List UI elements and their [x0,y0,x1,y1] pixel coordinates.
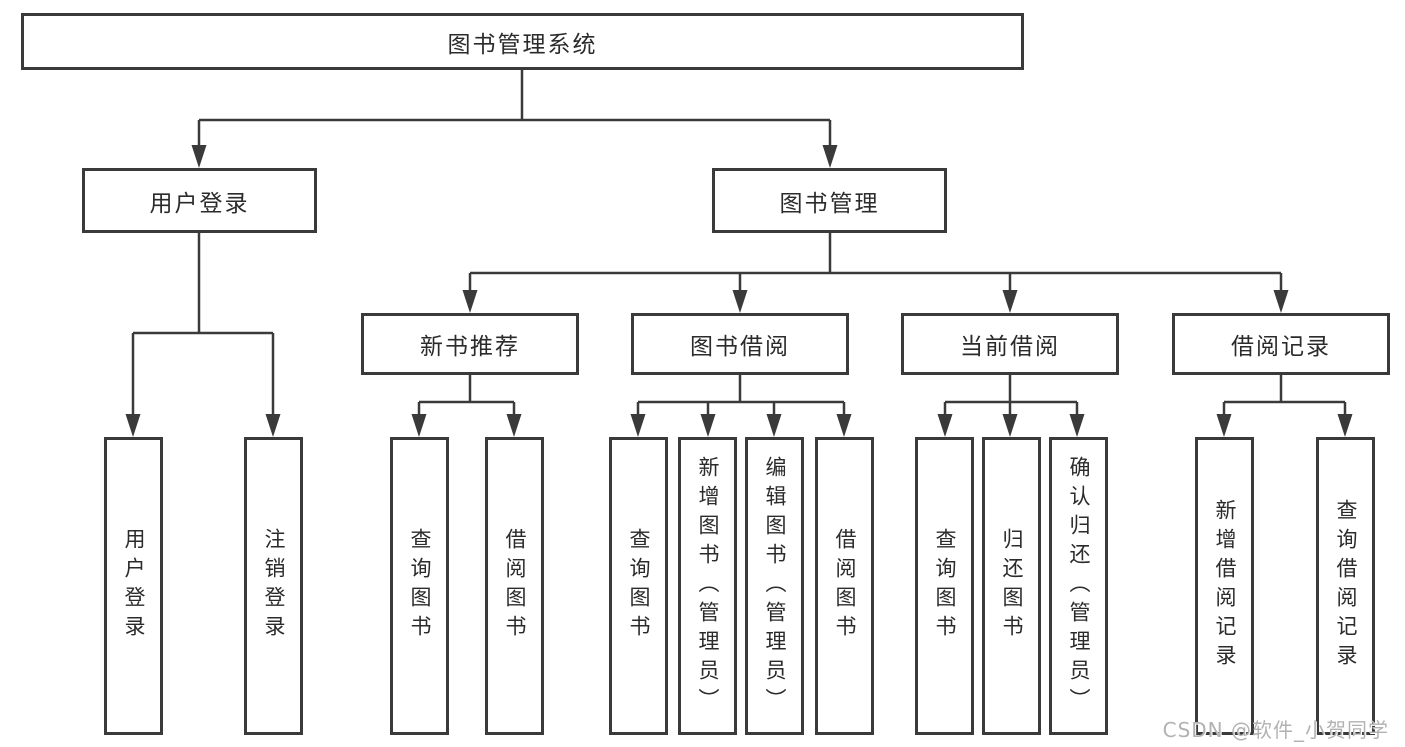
node-leaf-nbr-borrow: 借阅图书 [485,437,544,735]
node-leaf-cb-confirm: 确认归还（管理员） [1049,437,1108,735]
node-leaf-user-login-label: 用户登录 [122,528,146,644]
node-leaf-bb-borrow: 借阅图书 [815,437,874,735]
node-leaf-cb-return: 归还图书 [982,437,1041,735]
node-leaf-cb-query: 查询图书 [915,437,974,735]
node-leaf-bb-add: 新增图书（管理员） [678,437,737,735]
node-leaf-logout-label: 注销登录 [262,528,286,644]
node-book-mgmt-label: 图书管理 [779,190,880,217]
node-leaf-bb-edit: 编辑图书（管理员） [745,437,804,735]
node-leaf-logout: 注销登录 [244,437,303,735]
node-leaf-nbr-query: 查询图书 [390,437,449,735]
connector-userlogin-to-leaves [131,233,275,419]
node-leaf-nbr-query-label: 查询图书 [408,528,432,644]
connector-borrowrecord-to-leaves [1222,375,1347,419]
node-book-mgmt: 图书管理 [712,168,947,233]
node-leaf-cb-return-label: 归还图书 [1000,528,1024,644]
arrowheads [125,145,1353,437]
node-leaf-bb-add-label: 新增图书（管理员） [696,455,720,717]
connector-bookmgmt-to-level3 [468,233,1283,295]
node-book-borrow: 图书借阅 [631,313,849,375]
node-leaf-cb-confirm-label: 确认归还（管理员） [1067,455,1091,717]
node-root-label: 图书管理系统 [447,31,598,58]
node-leaf-br-add-label: 新增借阅记录 [1213,499,1237,673]
node-leaf-br-query-label: 查询借阅记录 [1334,499,1358,673]
node-leaf-cb-query-label: 查询图书 [933,528,957,644]
node-new-book-rec: 新书推荐 [361,313,579,375]
node-new-book-rec-label: 新书推荐 [420,334,520,360]
node-book-borrow-label: 图书借阅 [690,334,790,360]
node-leaf-user-login: 用户登录 [104,437,163,735]
node-leaf-nbr-borrow-label: 借阅图书 [503,528,527,644]
node-current-borrow-label: 当前借阅 [960,334,1060,360]
connector-newbookrec-to-leaves [417,375,516,419]
connector-currentborrow-to-leaves [943,375,1079,419]
node-borrow-record: 借阅记录 [1172,313,1390,375]
node-user-login: 用户登录 [82,168,317,233]
node-leaf-br-add: 新增借阅记录 [1195,437,1254,735]
connector-root-to-level2 [197,69,832,150]
watermark-text: CSDN @软件_小贺同学 [1162,718,1389,742]
node-leaf-br-query: 查询借阅记录 [1316,437,1375,735]
node-leaf-bb-query-label: 查询图书 [627,528,651,644]
node-borrow-record-label: 借阅记录 [1231,334,1331,360]
node-current-borrow: 当前借阅 [901,313,1119,375]
connector-bookborrow-to-leaves [636,375,846,419]
node-leaf-bb-borrow-label: 借阅图书 [833,528,857,644]
node-user-login-label: 用户登录 [149,190,250,217]
node-leaf-bb-edit-label: 编辑图书（管理员） [763,455,787,717]
node-leaf-bb-query: 查询图书 [609,437,668,735]
node-root: 图书管理系统 [21,13,1024,70]
